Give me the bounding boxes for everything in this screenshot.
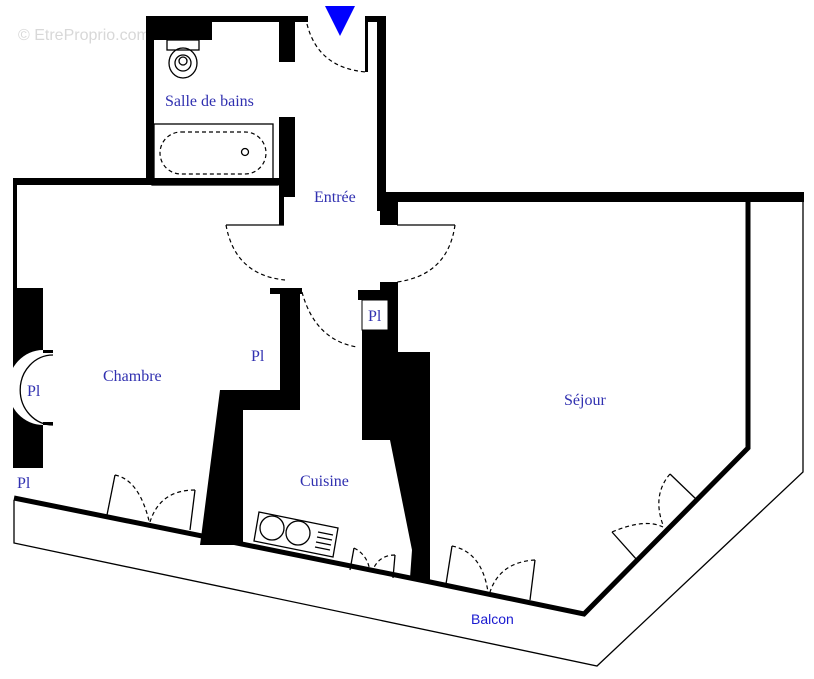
room-label-sejour: Séjour — [564, 392, 606, 409]
closet-label-chambre-right: Pl — [251, 348, 265, 365]
entrance-door-swing — [306, 23, 367, 73]
entrance-arrow-icon — [325, 6, 355, 36]
sink-icon — [253, 511, 339, 558]
closet-label-chambre-left: Pl — [27, 383, 41, 400]
room-label-balcon: Balcon — [471, 611, 514, 627]
room-label-entree: Entrée — [314, 189, 356, 206]
entree-closet — [361, 299, 389, 331]
room-label-salle-de-bains: Salle de bains — [165, 93, 254, 110]
south-wall — [13, 192, 804, 617]
entree-doors — [225, 224, 456, 348]
closet-label-entree: Pl — [368, 308, 382, 325]
room-label-cuisine: Cuisine — [300, 473, 349, 490]
room-label-chambre: Chambre — [103, 368, 162, 385]
balcony-outline — [13, 200, 804, 667]
closet-label-chambre-bottom: Pl — [17, 475, 31, 492]
chambre-walls — [7, 178, 302, 545]
bathtub-icon — [151, 123, 279, 186]
bathroom-walls — [146, 16, 308, 197]
cuisine-sejour-wall — [358, 282, 430, 582]
windows — [106, 473, 698, 601]
watermark: © EtreProprio.com — [18, 27, 150, 44]
entrance-walls — [279, 16, 398, 225]
toilet-icon — [166, 39, 200, 79]
